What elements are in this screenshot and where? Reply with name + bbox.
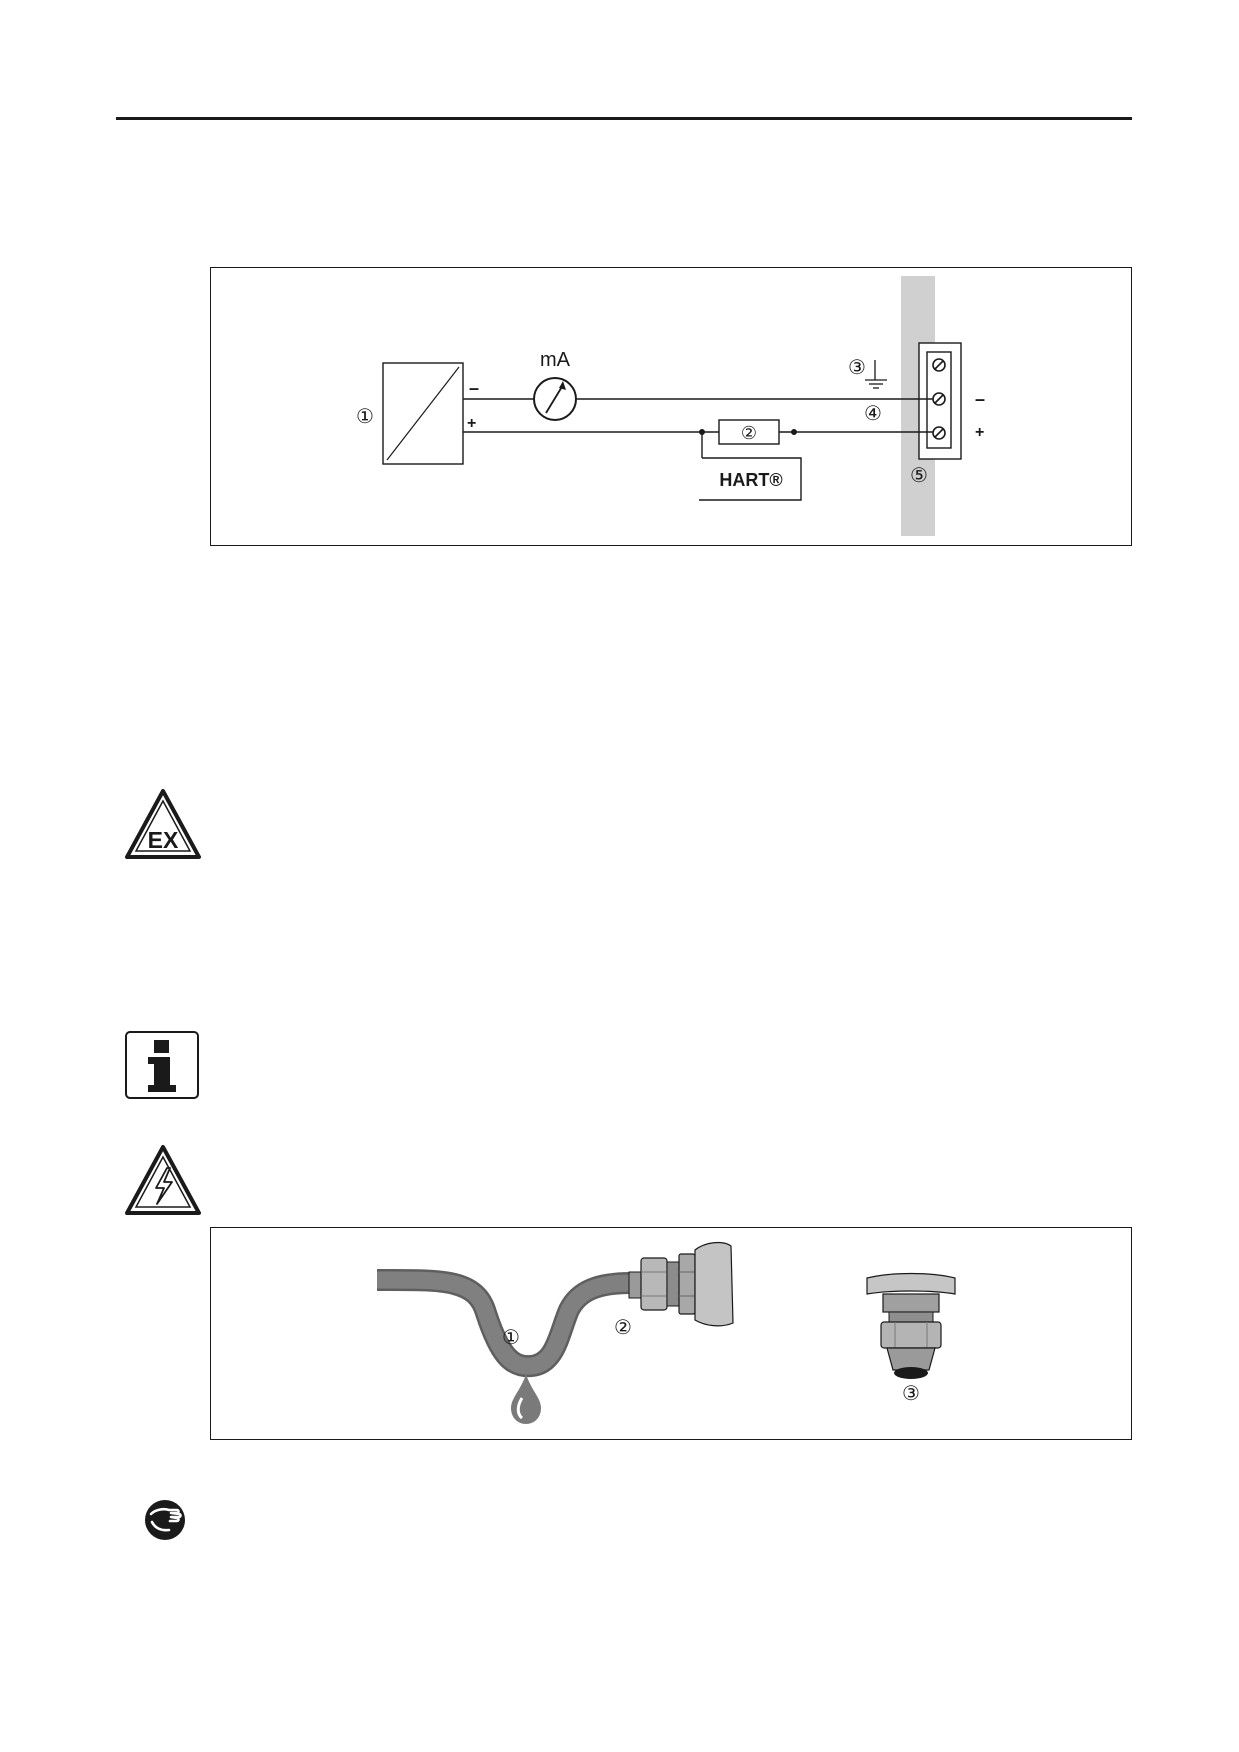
hart-box xyxy=(699,457,802,501)
ex-warning-icon: EX xyxy=(124,788,202,865)
callout-resistor: ② xyxy=(741,423,757,443)
hart-label: HART® xyxy=(719,470,782,490)
information-icon xyxy=(124,1030,200,1105)
cable-gland-diagram: ① ② ③ xyxy=(376,1241,956,1424)
milliamp-meter xyxy=(533,377,577,421)
wiring-diagram: mA ② HART® ① ③ ④ ⑤ – + – + xyxy=(356,276,985,536)
electrical-hazard-icon xyxy=(124,1144,202,1221)
cable-gland-diagram-frame: ① ② ③ xyxy=(210,1227,1132,1440)
terminal-screw-top xyxy=(932,358,946,372)
polarity-minus-terminal: – xyxy=(975,389,985,409)
junction-dot-right xyxy=(791,429,797,435)
terminal-screw-plus xyxy=(932,426,946,440)
callout-loop-cable: ④ xyxy=(864,403,882,425)
polarity-plus-source: + xyxy=(467,415,476,432)
hand-tip-icon xyxy=(143,1498,187,1547)
callout-transmitter: ① xyxy=(356,406,374,428)
wiring-diagram-frame: mA ② HART® ① ③ ④ ⑤ – + – + xyxy=(210,267,1132,546)
water-drop-icon xyxy=(511,1374,541,1424)
cable-gland-side xyxy=(628,1241,734,1327)
terminal-screw-minus xyxy=(932,392,946,406)
ground-symbol xyxy=(865,360,887,389)
header-rule xyxy=(116,117,1132,120)
callout-gland-bottom: ③ xyxy=(902,1383,920,1405)
resistor xyxy=(718,419,780,445)
callout-terminal-panel: ⑤ xyxy=(910,465,928,487)
polarity-minus-source: – xyxy=(469,378,479,398)
drip-loop-cable xyxy=(376,1271,632,1375)
polarity-plus-terminal: + xyxy=(975,424,984,441)
callout-ground: ③ xyxy=(848,357,866,379)
transmitter-diagonal xyxy=(386,366,460,461)
meter-unit-label: mA xyxy=(540,349,571,371)
callout-drip-loop: ① xyxy=(502,1327,520,1349)
cable-gland-bottom xyxy=(866,1272,956,1379)
svg-text:EX: EX xyxy=(148,827,179,853)
callout-gland-side: ② xyxy=(614,1317,632,1339)
